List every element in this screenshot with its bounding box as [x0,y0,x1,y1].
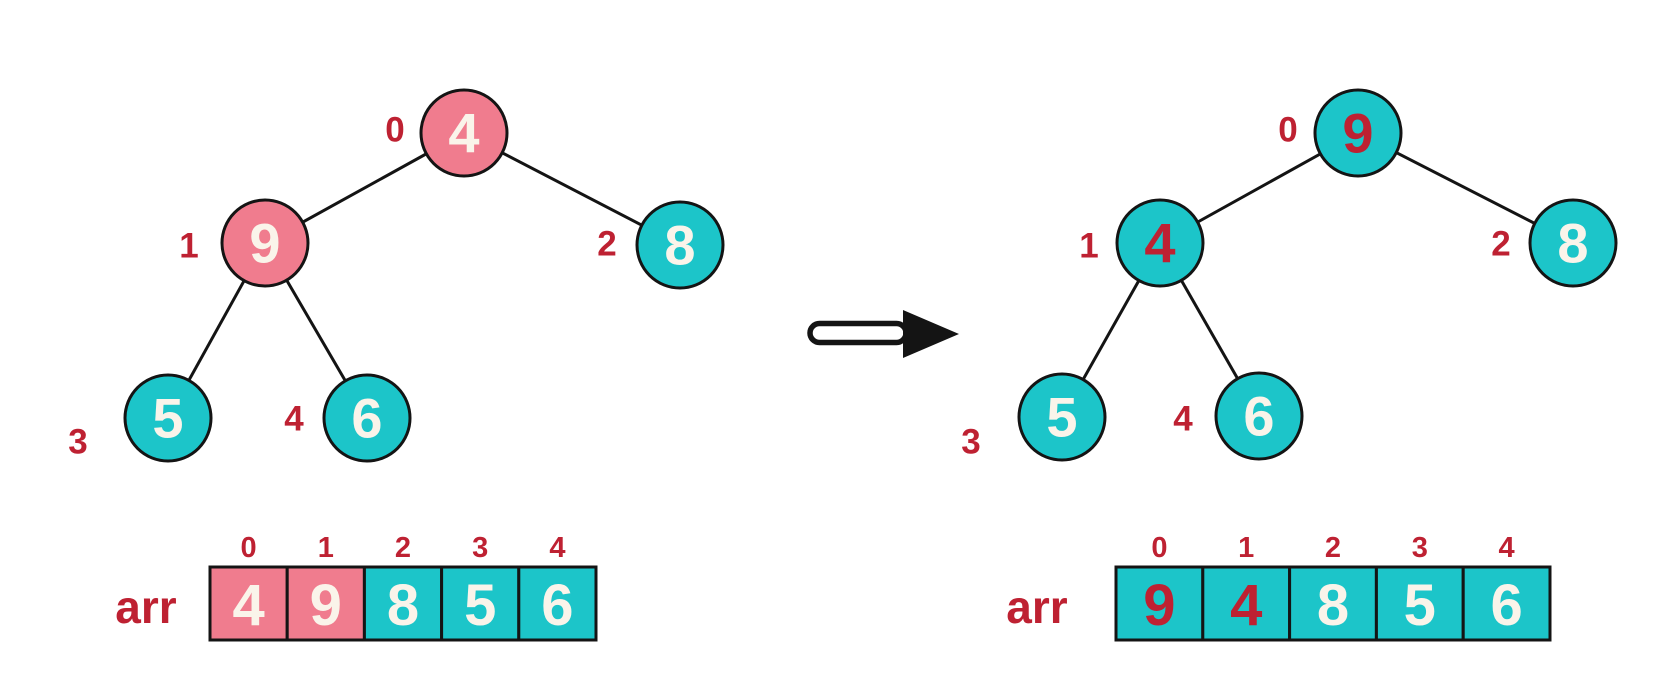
array-index-label: 1 [1238,532,1254,564]
tree-node [220,198,310,288]
array-cell-value: 6 [1490,573,1522,638]
tree-node-value: 5 [152,387,183,450]
tree-node [635,200,725,290]
array-cell-value: 4 [232,573,264,638]
tree-node-value: 8 [1557,212,1588,275]
array-cell-value: 4 [1230,573,1262,638]
tree-node-value: 6 [351,387,382,450]
tree-node [322,373,412,463]
array-index-label: 1 [318,532,334,564]
tree-node-value: 4 [448,102,479,165]
node-index-label: 4 [284,400,304,439]
tree-node [1313,88,1403,178]
node-index-label: 3 [961,423,980,462]
arrow-head [903,310,959,358]
transform-arrow [807,310,959,358]
array-index-label: 4 [549,532,565,564]
array-cell [440,565,521,642]
array-index-label: 0 [241,532,257,564]
array-cell-value: 8 [387,573,419,638]
node-index-label: 2 [597,225,616,264]
node-index-label: 4 [1173,400,1193,439]
tree-node-value: 8 [664,214,695,277]
tree-after: 9 0 4 1 8 2 5 3 6 4 [961,88,1618,462]
array-index-label: 3 [1412,532,1428,564]
arrow-shaft [807,320,909,346]
array-cell-value: 6 [541,573,573,638]
array-cell [1374,565,1465,642]
tree-node [1528,198,1618,288]
tree-node [123,373,213,463]
array-cell [517,565,598,642]
tree-node [1017,372,1107,462]
tree-node [419,88,509,178]
array-cell [362,565,444,642]
tree-node-value: 9 [1342,102,1373,165]
tree-node-value: 6 [1243,385,1274,448]
tree-node [1214,371,1304,461]
tree-node [1115,198,1205,288]
array-index-label: 4 [1499,532,1515,564]
array-cell-value: 5 [464,573,496,638]
array-cell [1201,565,1292,642]
array-cell-value: 9 [310,573,342,638]
array-index-label: 0 [1151,532,1167,564]
array-label: arr [1006,581,1067,633]
array-cell-value: 5 [1404,573,1436,638]
array-index-label: 2 [1325,532,1341,564]
node-index-label: 2 [1491,225,1510,264]
tree-node-value: 5 [1046,386,1077,449]
tree-node-value: 4 [1144,212,1175,275]
node-index-label: 1 [179,227,198,266]
node-index-label: 0 [1278,111,1297,150]
array-cell [208,565,289,642]
array-cell [1288,565,1378,642]
array-cell-value: 9 [1143,573,1175,638]
array-cell-value: 8 [1317,573,1349,638]
array-cell [1461,565,1552,642]
array-index-label: 2 [395,532,411,564]
array-index-label: 3 [472,532,488,564]
array-label: arr [115,581,176,633]
node-index-label: 1 [1079,227,1098,266]
node-index-label: 0 [385,111,404,150]
tree-node-value: 9 [249,212,280,275]
array-after: arr 9 0 4 1 8 2 5 3 6 4 [1006,532,1552,642]
node-index-label: 3 [68,423,87,462]
